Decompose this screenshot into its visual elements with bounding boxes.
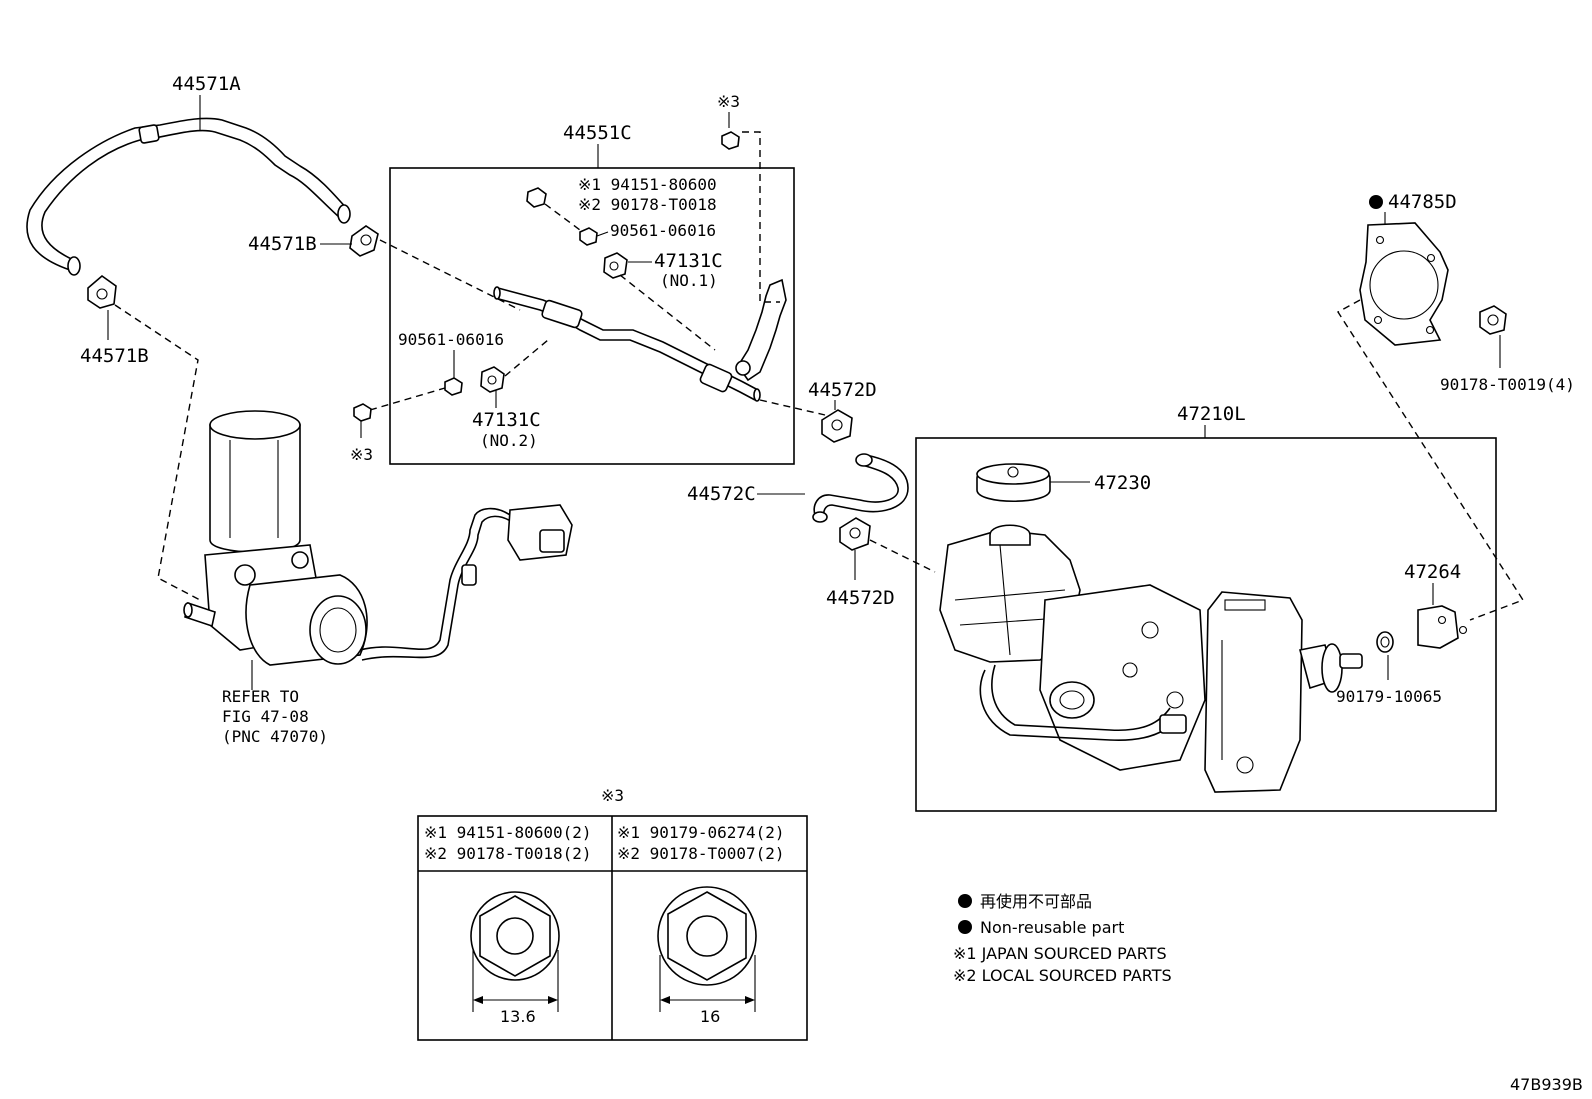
bracket xyxy=(735,278,787,382)
clamp-44572d-top: 44572D xyxy=(808,379,877,443)
pump-motor-assembly xyxy=(183,410,573,690)
svg-text:(NO.1): (NO.1) xyxy=(660,271,718,290)
legend: 再使用不可部品 Non-reusable part ※1 JAPAN SOURC… xyxy=(953,892,1172,985)
hose-44571a xyxy=(26,117,351,276)
bolt-top: ※1 94151-80600 ※2 90178-T0018 xyxy=(526,175,717,231)
label-44571a: 44571A xyxy=(172,73,241,130)
svg-text:再使用不可部品: 再使用不可部品 xyxy=(980,892,1092,911)
svg-text:47131C: 47131C xyxy=(654,250,723,272)
nut-detail-1: 13.6 xyxy=(470,891,560,1026)
nut-90561-top: 90561-06016 xyxy=(579,221,716,246)
refer-note: REFER TO FIG 47-08 (PNC 47070) xyxy=(222,687,328,746)
svg-text:90561-06016: 90561-06016 xyxy=(610,221,716,240)
nut-detail-2: 16 xyxy=(657,886,757,1026)
hose-44572c: 44572C xyxy=(687,453,909,523)
nut-90561-mid: 90561-06016 xyxy=(398,330,504,396)
connection-line xyxy=(869,539,936,573)
nut-mark3-left: ※3 xyxy=(350,403,373,464)
svg-text:※2 90178-T0018(2): ※2 90178-T0018(2) xyxy=(424,844,592,863)
connection-line xyxy=(369,387,446,411)
grommet-47131c-no1: 47131C (NO.1) xyxy=(603,250,723,351)
connection-line xyxy=(114,304,201,601)
svg-text:47131C: 47131C xyxy=(472,409,541,431)
svg-text:44572D: 44572D xyxy=(808,379,877,401)
box-44551c xyxy=(389,167,795,465)
svg-text:90179-10065: 90179-10065 xyxy=(1336,687,1442,706)
svg-text:※2 LOCAL SOURCED PARTS: ※2 LOCAL SOURCED PARTS xyxy=(953,966,1172,985)
svg-text:(PNC 47070): (PNC 47070) xyxy=(222,727,328,746)
svg-text:Non-reusable part: Non-reusable part xyxy=(980,918,1124,937)
svg-text:90178-T0019(4): 90178-T0019(4) xyxy=(1440,375,1575,394)
label-44551c: 44551C xyxy=(563,122,632,168)
label-47210l: 47210L xyxy=(1177,403,1246,438)
svg-text:13.6: 13.6 xyxy=(500,1007,536,1026)
svg-text:※1 90179-06274(2): ※1 90179-06274(2) xyxy=(617,823,785,842)
svg-text:※1 94151-80600(2): ※1 94151-80600(2) xyxy=(424,823,592,842)
svg-text:47264: 47264 xyxy=(1404,561,1461,583)
svg-text:44571B: 44571B xyxy=(80,345,149,367)
non-reusable-dot-icon xyxy=(958,894,972,908)
clamp-44571b-top: 44571B xyxy=(248,225,379,257)
svg-text:※1 JAPAN SOURCED PARTS: ※1 JAPAN SOURCED PARTS xyxy=(953,944,1167,963)
svg-text:44571A: 44571A xyxy=(172,73,241,95)
detail-table: ※3 ※1 94151-80600(2) ※2 90178-T0018(2) ※… xyxy=(417,786,808,1041)
svg-text:44551C: 44551C xyxy=(563,122,632,144)
svg-text:REFER TO: REFER TO xyxy=(222,687,299,706)
connection-line xyxy=(379,239,521,311)
svg-text:※2 90178-T0018: ※2 90178-T0018 xyxy=(578,195,717,214)
svg-text:※3: ※3 xyxy=(601,786,624,805)
svg-text:FIG 47-08: FIG 47-08 xyxy=(222,707,309,726)
master-cylinder-assembly xyxy=(939,524,1363,793)
bracket-47264: 47264 xyxy=(1404,561,1468,649)
svg-text:※3: ※3 xyxy=(717,92,740,111)
svg-text:47210L: 47210L xyxy=(1177,403,1246,425)
clamp-44572d-bottom: 44572D xyxy=(826,517,895,609)
figure-id: 47B939B xyxy=(1510,1075,1583,1094)
washer-90179: 90179-10065 xyxy=(1336,631,1442,706)
svg-text:90561-06016: 90561-06016 xyxy=(398,330,504,349)
gasket-44785d: 44785D xyxy=(1359,191,1457,346)
svg-text:(NO.2): (NO.2) xyxy=(480,431,538,450)
svg-text:47230: 47230 xyxy=(1094,472,1151,494)
connection-line xyxy=(759,399,826,416)
svg-text:16: 16 xyxy=(700,1007,720,1026)
svg-text:※2 90178-T0007(2): ※2 90178-T0007(2) xyxy=(617,844,785,863)
svg-text:44572D: 44572D xyxy=(826,587,895,609)
cap-47230: 47230 xyxy=(976,463,1151,502)
svg-text:※3: ※3 xyxy=(350,445,373,464)
svg-text:44571B: 44571B xyxy=(248,233,317,255)
svg-text:44785D: 44785D xyxy=(1388,191,1457,213)
clamp-44571b-bottom: 44571B xyxy=(80,274,149,367)
non-reusable-dot-icon xyxy=(958,920,972,934)
box-47210l xyxy=(915,437,1497,812)
connection-line xyxy=(1337,299,1525,621)
svg-text:44572C: 44572C xyxy=(687,483,756,505)
grommet-47131c-no2: 47131C (NO.2) xyxy=(472,339,549,450)
nut-90178-t0019: 90178-T0019(4) xyxy=(1440,305,1575,394)
nut-mark3-top: ※3 xyxy=(717,92,780,303)
svg-text:※1 94151-80600: ※1 94151-80600 xyxy=(578,175,717,194)
pipe-44551c xyxy=(493,286,761,402)
